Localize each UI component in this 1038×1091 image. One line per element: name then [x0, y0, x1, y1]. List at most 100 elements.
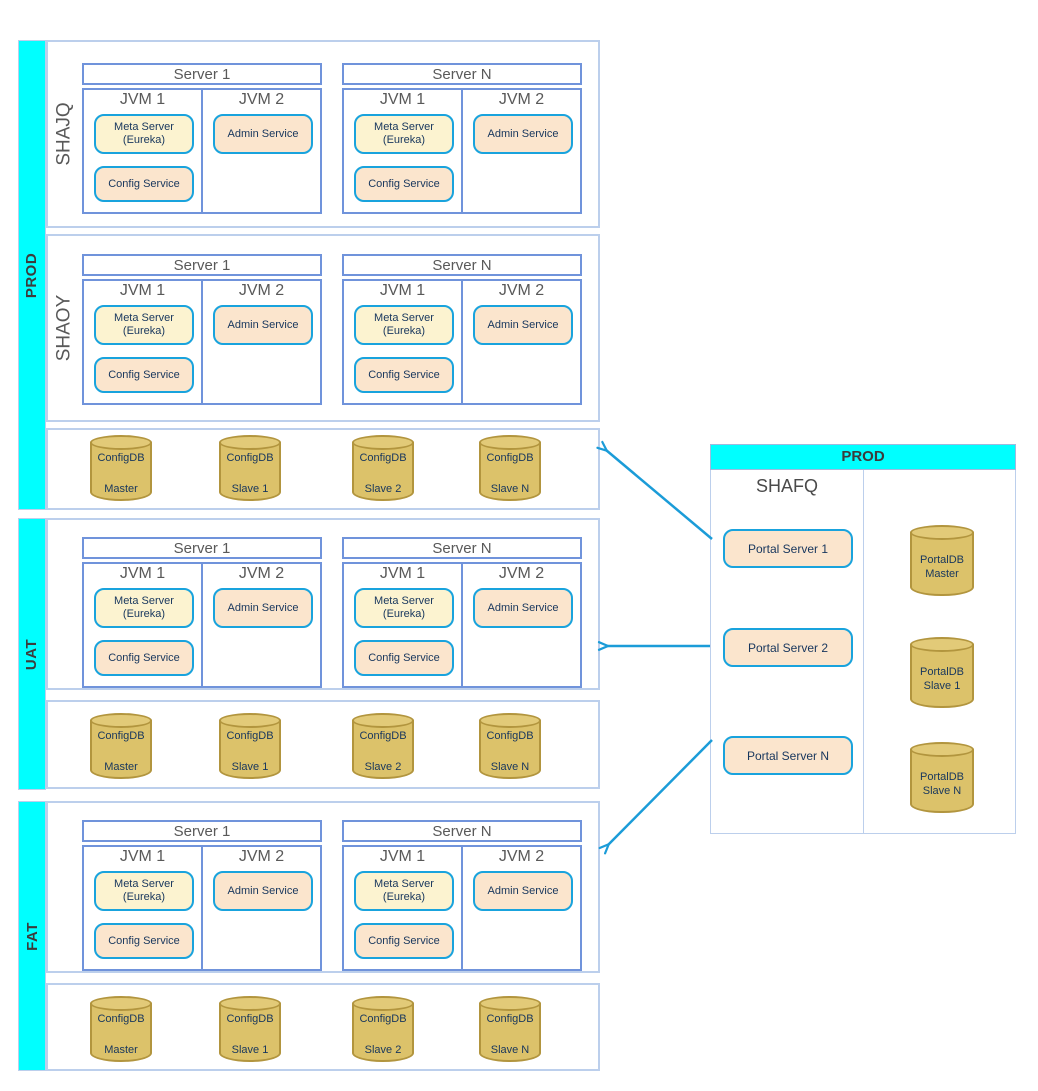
jvm-column: JVM 1 Meta Server (Eureka) Config Servic…: [84, 90, 201, 212]
jvm-title: JVM 2: [498, 282, 545, 299]
uat-servers-section: Server 1 JVM 1 Meta Server (Eureka) Conf…: [46, 518, 600, 690]
server-body: JVM 1 Meta Server (Eureka) Config Servic…: [342, 279, 582, 405]
fat-db-section: ConfigDB Master ConfigDB Slave 1 ConfigD…: [46, 983, 600, 1071]
portal-header: PROD: [710, 444, 1016, 470]
server-box: Server 1 JVM 1 Meta Server (Eureka) Conf…: [82, 254, 322, 405]
server-box: Server 1 JVM 1 Meta Server (Eureka) Conf…: [82, 63, 322, 214]
db-name: ConfigDB: [226, 730, 274, 742]
db-role: Slave 1: [231, 761, 269, 773]
server-body: JVM 1 Meta Server (Eureka) Config Servic…: [342, 562, 582, 688]
configdb-cylinder: ConfigDB Slave N: [479, 435, 541, 501]
db-role: Master: [925, 568, 959, 580]
cylinder-body: ConfigDB Slave N: [479, 720, 541, 779]
prod-db-section: ConfigDB Master ConfigDB Slave 1 ConfigD…: [46, 428, 600, 510]
db-name: PortalDB: [919, 771, 965, 783]
config-service-node: Config Service: [354, 923, 454, 959]
db-role: Master: [104, 761, 138, 773]
meta-server-node: Meta Server (Eureka): [354, 871, 454, 911]
configdb-cylinder: ConfigDB Slave 2: [352, 435, 414, 501]
admin-service-node: Admin Service: [473, 305, 573, 345]
db-name: ConfigDB: [226, 452, 274, 464]
cylinder-top: [352, 435, 414, 450]
cluster-label-shaoy: SHAOY: [48, 236, 81, 420]
server-body: JVM 1 Meta Server (Eureka) Config Servic…: [342, 88, 582, 214]
portal-server-node: Portal Server 1: [723, 529, 853, 568]
jvm-column: JVM 2 Admin Service: [461, 564, 580, 686]
admin-service-node: Admin Service: [213, 871, 313, 911]
server-body: JVM 1 Meta Server (Eureka) Config Servic…: [82, 279, 322, 405]
portal-body: SHAFQ Portal Server 1 Portal Server 2 Po…: [710, 470, 1016, 834]
cylinder-body: ConfigDB Master: [90, 720, 152, 779]
meta-server-node: Meta Server (Eureka): [94, 588, 194, 628]
portal-block: PROD SHAFQ Portal Server 1 Portal Server…: [710, 444, 1016, 834]
env-label-fat: FAT: [23, 921, 41, 951]
jvm-column: JVM 2 Admin Service: [461, 281, 580, 403]
portaldb-cylinder: PortalDB Slave 1: [910, 637, 974, 708]
config-service-node: Config Service: [94, 640, 194, 676]
configdb-cylinder: ConfigDB Master: [90, 996, 152, 1062]
cylinder-top: [90, 435, 152, 450]
cylinder-body: ConfigDB Master: [90, 1003, 152, 1062]
jvm-title: JVM 2: [498, 565, 545, 582]
fat-servers-section: Server 1 JVM 1 Meta Server (Eureka) Conf…: [46, 801, 600, 973]
cluster-label-text: SHAJQ: [53, 102, 75, 166]
db-role: Slave 1: [231, 483, 269, 495]
meta-server-node: Meta Server (Eureka): [94, 305, 194, 345]
jvm-column: JVM 2 Admin Service: [201, 90, 320, 212]
arrow-portal-to-fat: [598, 739, 713, 855]
db-role: Master: [104, 1044, 138, 1056]
jvm-column: JVM 2 Admin Service: [201, 564, 320, 686]
server-body: JVM 1 Meta Server (Eureka) Config Servic…: [82, 88, 322, 214]
jvm-column: JVM 1 Meta Server (Eureka) Config Servic…: [84, 847, 201, 969]
db-role: Slave N: [490, 483, 530, 495]
cylinder-top: [479, 435, 541, 450]
cylinder-body: PortalDB Slave 1: [910, 644, 974, 708]
jvm-column: JVM 2 Admin Service: [461, 847, 580, 969]
db-name: ConfigDB: [97, 730, 145, 742]
server-box: Server 1 JVM 1 Meta Server (Eureka) Conf…: [82, 537, 322, 688]
jvm-column: JVM 2 Admin Service: [201, 847, 320, 969]
prod-shaoy-section: SHAOY Server 1 JVM 1 Meta Server (Eureka…: [46, 234, 600, 422]
uat-db-section: ConfigDB Master ConfigDB Slave 1 ConfigD…: [46, 700, 600, 789]
db-name: ConfigDB: [97, 1013, 145, 1025]
configdb-cylinder: ConfigDB Master: [90, 435, 152, 501]
server-box: Server N JVM 1 Meta Server (Eureka) Conf…: [342, 820, 582, 971]
jvm-title: JVM 2: [238, 282, 285, 299]
portaldb-cylinder: PortalDB Slave N: [910, 742, 974, 813]
cylinder-top: [479, 713, 541, 728]
jvm-title: JVM 1: [119, 848, 166, 865]
configdb-cylinder: ConfigDB Slave N: [479, 713, 541, 779]
db-role: Master: [104, 483, 138, 495]
cylinder-top: [90, 713, 152, 728]
jvm-title: JVM 1: [379, 848, 426, 865]
db-role: Slave 2: [364, 483, 402, 495]
db-name: ConfigDB: [359, 452, 407, 464]
db-name: ConfigDB: [226, 1013, 274, 1025]
jvm-column: JVM 1 Meta Server (Eureka) Config Servic…: [344, 847, 461, 969]
db-role: Slave 2: [364, 1044, 402, 1056]
config-service-node: Config Service: [354, 640, 454, 676]
db-name: ConfigDB: [486, 452, 534, 464]
cylinder-top: [219, 996, 281, 1011]
cylinder-body: ConfigDB Slave 1: [219, 720, 281, 779]
cluster-label-text: SHAOY: [53, 294, 75, 362]
server-body: JVM 1 Meta Server (Eureka) Config Servic…: [82, 845, 322, 971]
jvm-title: JVM 2: [498, 848, 545, 865]
jvm-title: JVM 1: [379, 91, 426, 108]
admin-service-node: Admin Service: [473, 871, 573, 911]
cylinder-top: [90, 996, 152, 1011]
jvm-column: JVM 2 Admin Service: [461, 90, 580, 212]
db-role: Slave N: [490, 761, 530, 773]
db-name: PortalDB: [919, 554, 965, 566]
jvm-column: JVM 2 Admin Service: [201, 281, 320, 403]
db-name: ConfigDB: [359, 730, 407, 742]
server-title: Server N: [342, 254, 582, 276]
admin-service-node: Admin Service: [473, 588, 573, 628]
cylinder-body: PortalDB Slave N: [910, 749, 974, 813]
server-body: JVM 1 Meta Server (Eureka) Config Servic…: [342, 845, 582, 971]
admin-service-node: Admin Service: [213, 114, 313, 154]
configdb-cylinder: ConfigDB Slave N: [479, 996, 541, 1062]
portal-server-node: Portal Server 2: [723, 628, 853, 667]
cylinder-top: [910, 525, 974, 540]
jvm-title: JVM 2: [238, 565, 285, 582]
